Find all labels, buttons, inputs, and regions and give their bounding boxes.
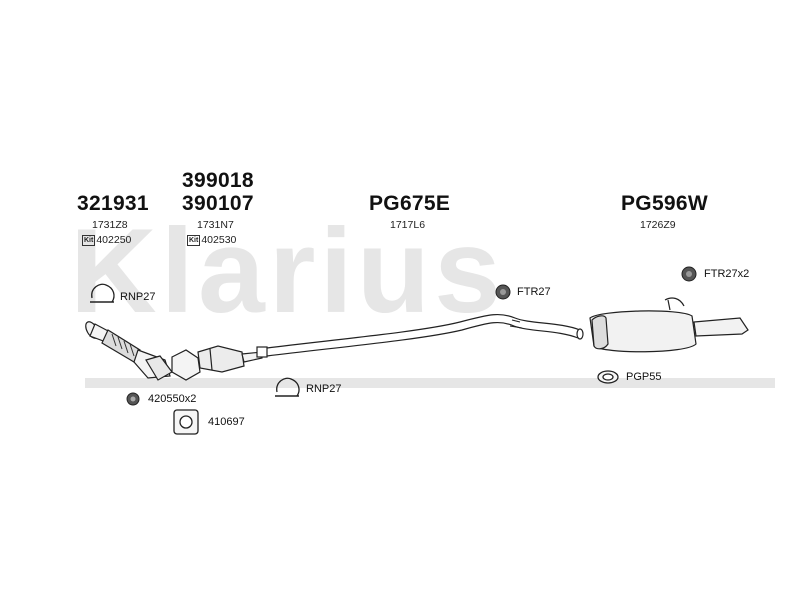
oe-number: 1731Z8	[92, 219, 128, 231]
ring-gasket-label: PGP55	[626, 371, 662, 383]
rubber-mount-icon	[681, 266, 697, 282]
front-pipe-shape	[85, 321, 173, 381]
clamp-icon	[275, 377, 300, 397]
flange-gasket-label: 410697	[208, 416, 245, 428]
kit-number: Kit 402530	[187, 234, 236, 246]
kit-code: 402250	[96, 234, 132, 246]
part-number: PG675E	[369, 192, 451, 215]
part-number: 390107	[182, 192, 254, 215]
kit-badge: Kit	[187, 234, 201, 246]
rubber-mount-label: FTR27x2	[704, 268, 750, 280]
part-number-alt: 399018	[182, 169, 254, 192]
catalyst-shape	[171, 345, 268, 381]
rubber-mount-label: FTR27	[517, 286, 551, 298]
kit-badge: Kit	[82, 234, 96, 246]
part-number: 321931	[77, 192, 149, 215]
centre-pipe-shape	[266, 313, 584, 357]
clamp-label: RNP27	[120, 291, 156, 303]
oe-number: 1726Z9	[640, 219, 676, 231]
clamp-icon	[90, 283, 115, 303]
bolt-label: 420550x2	[148, 393, 197, 405]
kit-code: 402530	[201, 234, 237, 246]
rubber-mount-icon	[495, 284, 511, 300]
clamp-label: RNP27	[306, 383, 342, 395]
oe-number: 1717L6	[390, 219, 426, 231]
kit-number: Kit 402250	[82, 234, 131, 246]
watermark-logo: Klarius	[70, 204, 505, 338]
part-number: PG596W	[621, 192, 708, 215]
ring-gasket-icon	[597, 370, 619, 384]
watermark-bar	[85, 378, 775, 388]
bolt-icon	[126, 392, 140, 406]
oe-number: 1731N7	[197, 219, 234, 231]
rear-silencer-shape	[589, 297, 749, 353]
flange-gasket-icon	[173, 409, 199, 435]
